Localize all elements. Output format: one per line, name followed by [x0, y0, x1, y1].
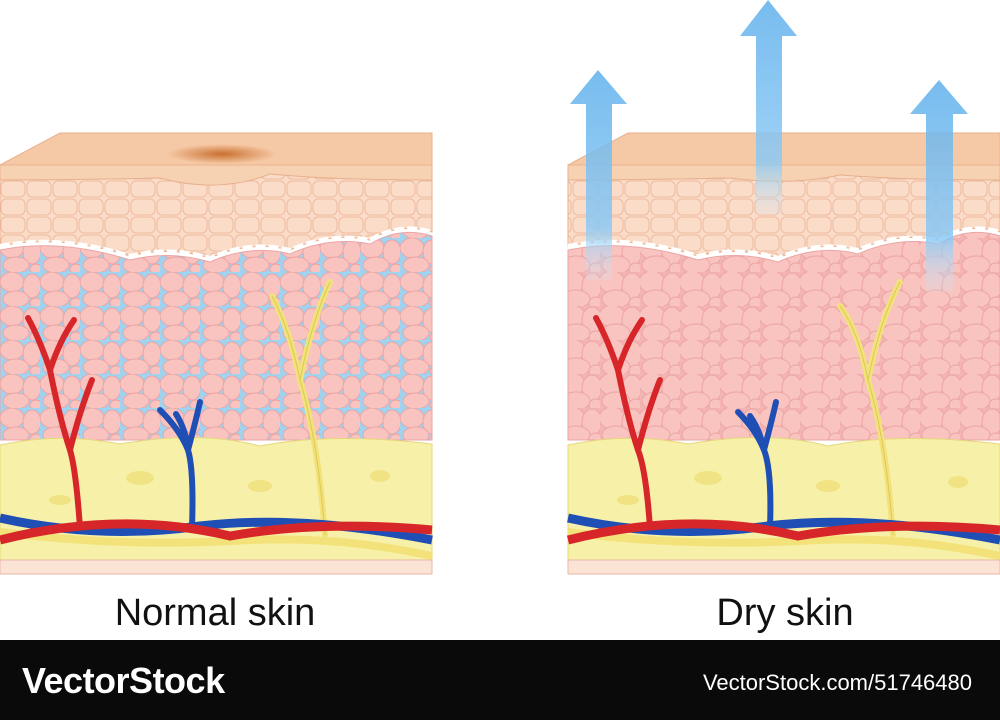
- artery-branch: [593, 315, 663, 531]
- dry-skin-panel: [566, 0, 1000, 575]
- basement-membrane: [0, 226, 433, 261]
- nerve-main: [567, 528, 1000, 560]
- nerve-main: [0, 528, 433, 560]
- evaporation-arrows: [570, 0, 968, 292]
- fat-cells: [617, 471, 968, 505]
- watermark-footer: VectorStock VectorStock.com/51746480: [0, 640, 1000, 720]
- evaporation-arrow: [570, 70, 627, 280]
- dermis-layer-dry: [567, 231, 1000, 441]
- basement-membrane: [567, 226, 1000, 261]
- image-reference: VectorStock.com/51746480: [702, 670, 972, 695]
- vein-branch: [157, 399, 203, 531]
- evaporation-arrow: [910, 80, 968, 292]
- normal-skin-caption: Normal skin: [114, 592, 316, 634]
- brand-logo: VectorStock: [22, 660, 225, 701]
- evaporation-arrow: [740, 0, 797, 215]
- artery-main: [0, 519, 433, 545]
- fat-cells: [49, 470, 390, 505]
- artery-branch: [25, 315, 95, 531]
- skin-base: [0, 559, 433, 575]
- dermis-layer-hydrated: [0, 231, 433, 441]
- vein-branch: [735, 399, 779, 531]
- dry-skin-caption: Dry skin: [716, 592, 854, 634]
- skin-comparison-diagram: [0, 0, 1000, 575]
- artery-main: [566, 519, 1000, 545]
- skin-base: [567, 559, 1000, 575]
- surface-dimple: [167, 144, 277, 164]
- normal-skin-panel: [0, 132, 433, 575]
